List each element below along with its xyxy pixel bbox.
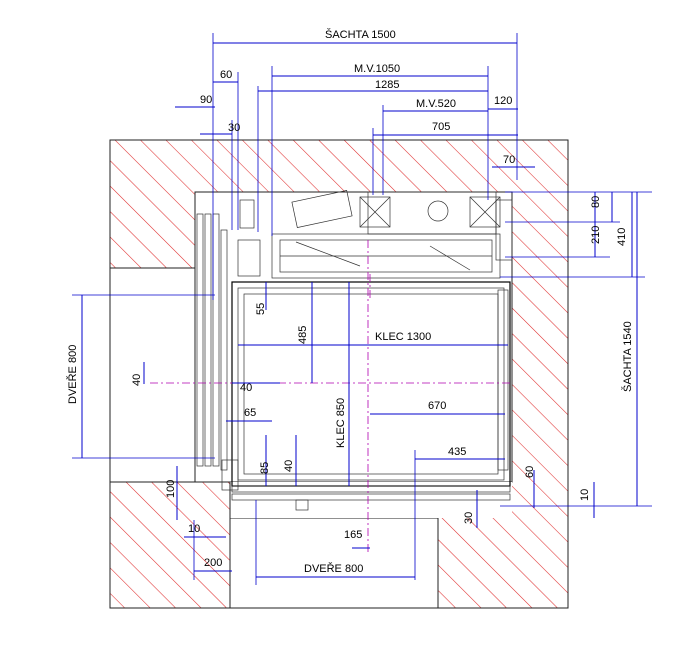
- label-485: 485: [297, 326, 309, 344]
- door-opening-bottom: [229, 517, 439, 609]
- label-10-left: 10: [188, 523, 200, 535]
- label-60-right: 60: [524, 466, 536, 478]
- label-klec-850: KLEC 850: [335, 398, 347, 448]
- label-1285: 1285: [375, 79, 399, 91]
- label-dvere-bottom: DVEŘE 800: [304, 562, 363, 575]
- label-210: 210: [590, 226, 602, 244]
- label-70: 70: [503, 154, 515, 166]
- label-435: 435: [448, 446, 466, 458]
- right-rail: [495, 199, 513, 261]
- label-705: 705: [432, 121, 450, 133]
- label-90: 90: [200, 94, 212, 106]
- label-85: 85: [259, 462, 271, 474]
- label-60-top: 60: [220, 69, 232, 81]
- label-120: 120: [494, 95, 512, 107]
- label-410: 410: [616, 228, 628, 246]
- pulley: [427, 200, 449, 222]
- label-165: 165: [344, 529, 362, 541]
- cabin: [150, 190, 513, 555]
- door-opening-left: [109, 267, 197, 483]
- label-80: 80: [590, 196, 602, 208]
- shaft-walls: [109, 139, 569, 609]
- dimension-lines: [72, 33, 652, 585]
- label-30-top: 30: [228, 122, 240, 134]
- dimension-labels: ŠACHTA 1500 M.V.1050 1285 M.V.520 705 12…: [66, 28, 634, 575]
- left-door-panels: [196, 213, 204, 467]
- label-dvere-left: DVEŘE 800: [66, 345, 79, 404]
- label-mv-520: M.V.520: [416, 98, 456, 110]
- label-670: 670: [428, 400, 446, 412]
- shaft-interior: [194, 191, 513, 483]
- bottom-door-sill: [231, 485, 511, 493]
- label-klec-1300: KLEC 1300: [375, 331, 431, 343]
- label-mv-1050: M.V.1050: [354, 63, 400, 75]
- motor: [291, 190, 353, 228]
- label-30-low: 30: [463, 512, 475, 524]
- label-40-mid: 40: [240, 382, 252, 394]
- label-55: 55: [255, 303, 267, 315]
- label-40-low: 40: [283, 460, 295, 472]
- label-40-left: 40: [131, 374, 143, 386]
- label-100: 100: [165, 480, 177, 498]
- label-sachta-width: ŠACHTA 1500: [325, 28, 396, 41]
- label-200: 200: [204, 557, 222, 569]
- label-65: 65: [244, 407, 256, 419]
- label-10-right: 10: [579, 489, 591, 501]
- label-sachta-depth: ŠACHTA 1540: [621, 321, 634, 392]
